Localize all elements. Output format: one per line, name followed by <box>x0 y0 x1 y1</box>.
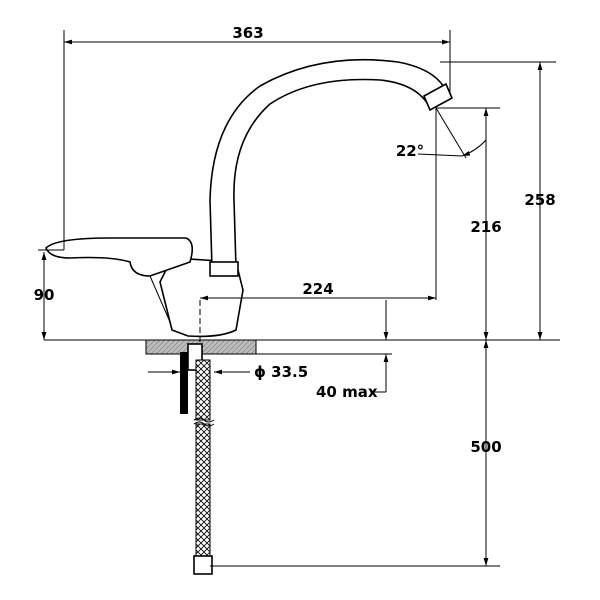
hose-length-label: 500 <box>470 438 501 456</box>
hose-break-top <box>193 417 215 423</box>
dim-angle: 22° <box>396 107 487 300</box>
dim-outlet-height: 216 <box>436 107 502 340</box>
dim-hose-length: 500 <box>210 340 502 567</box>
lever-height-label: 90 <box>34 286 55 304</box>
dim-lever-height: 90 <box>34 249 64 340</box>
countertop-max-label: 40 max <box>316 383 378 401</box>
overall-width-label: 363 <box>232 24 263 42</box>
flex-hose <box>195 359 211 421</box>
hose-break-bottom <box>193 421 215 427</box>
flex-hose-lower <box>195 423 211 559</box>
dim-countertop-max: 40 max <box>256 300 392 401</box>
faucet-body <box>45 58 454 338</box>
reach-label: 224 <box>302 280 333 298</box>
dim-overall-width: 363 <box>63 24 451 250</box>
angle-label: 22° <box>396 142 424 160</box>
hole-diameter-label: ϕ 33.5 <box>254 363 308 381</box>
mounting-rod <box>180 352 188 414</box>
outlet-height-label: 216 <box>470 218 501 236</box>
dim-total-height: 258 <box>440 61 556 340</box>
dim-hole-diameter: ϕ 33.5 <box>148 363 308 381</box>
dim-reach: 224 <box>200 280 436 301</box>
hose-nut <box>193 555 213 575</box>
total-height-label: 258 <box>524 191 555 209</box>
